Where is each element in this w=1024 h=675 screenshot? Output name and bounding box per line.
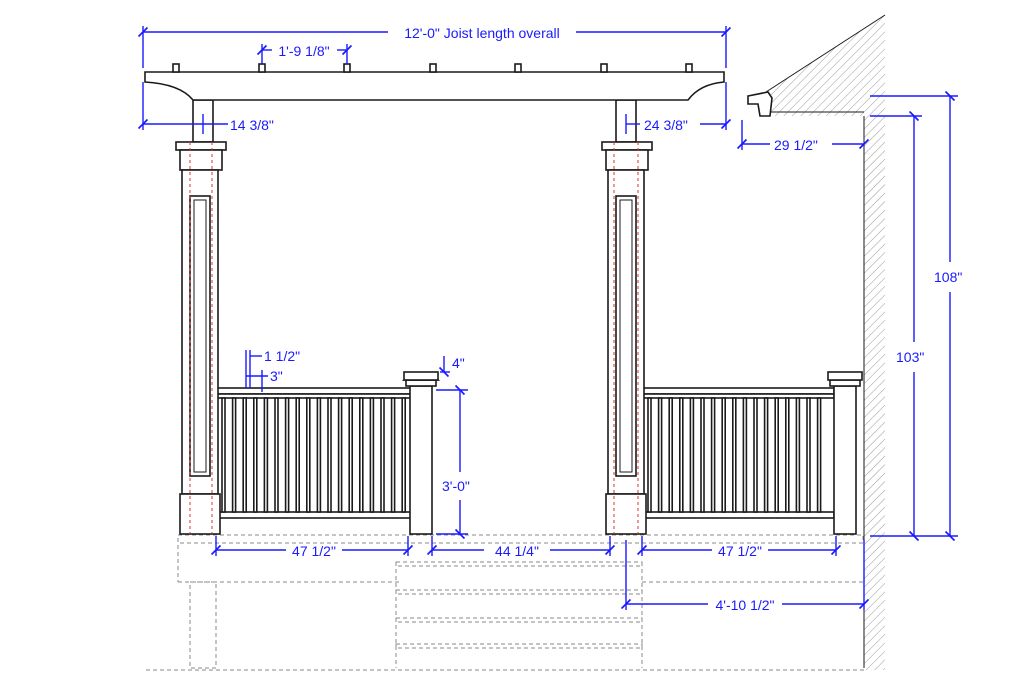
dim-left-rail-span: 47 1/2"	[292, 543, 336, 559]
baluster	[263, 397, 269, 513]
baluster	[731, 397, 737, 513]
baluster	[390, 397, 396, 513]
rafter-tail	[172, 63, 180, 73]
baluster	[721, 397, 727, 513]
baluster	[668, 397, 674, 513]
baluster	[763, 397, 769, 513]
left-column	[175, 99, 227, 535]
dim-post-cap: 4"	[452, 355, 465, 371]
dim-baluster-spacing: 3"	[270, 368, 283, 384]
baluster	[657, 397, 663, 513]
rafter-tail	[514, 63, 522, 73]
dim-rafter-spacing: 1'-9 1/8"	[278, 43, 329, 59]
rafter-tail	[685, 63, 693, 73]
baluster	[221, 397, 226, 513]
baluster	[806, 397, 811, 513]
baluster	[742, 397, 748, 513]
baluster	[774, 397, 780, 513]
dim-center-opening: 44 1/4"	[495, 543, 539, 559]
rafter-tail	[429, 63, 437, 73]
rafter-tail	[343, 63, 351, 73]
baluster	[337, 397, 343, 513]
dim-house-offset: 29 1/2"	[774, 137, 818, 153]
dim-right-overhang: 24 3/8"	[644, 117, 688, 133]
rafter-tail	[600, 63, 608, 73]
left-railing	[215, 387, 413, 519]
baluster	[284, 397, 290, 513]
baluster	[348, 397, 354, 513]
baluster	[327, 397, 332, 513]
baluster	[253, 397, 258, 513]
deck-steps	[395, 561, 643, 668]
baluster	[700, 397, 705, 513]
baluster	[295, 397, 301, 513]
dim-joist-overall: 12'-0" Joist length overall	[404, 25, 560, 41]
baluster	[358, 397, 364, 513]
baluster	[274, 397, 279, 513]
pergola-beam	[144, 63, 725, 101]
dim-right-rail-span: 47 1/2"	[718, 543, 762, 559]
baluster	[242, 397, 247, 513]
baluster	[401, 397, 407, 513]
house-roof-eave	[747, 91, 864, 117]
right-column	[601, 99, 653, 535]
baluster	[305, 397, 311, 513]
dim-post-to-house: 4'-10 1/2"	[715, 597, 774, 613]
baluster	[231, 397, 237, 513]
baluster	[678, 397, 684, 513]
dim-beam-height: 103"	[896, 349, 924, 365]
baluster	[710, 397, 716, 513]
dim-total-height: 108"	[934, 269, 962, 285]
dimension-lines	[137, 26, 958, 610]
baluster	[753, 397, 758, 513]
baluster	[316, 397, 322, 513]
newel-post-right	[827, 371, 863, 535]
baluster	[689, 397, 695, 513]
right-railing	[641, 387, 835, 519]
baluster	[647, 397, 652, 513]
dim-rail-top: 1 1/2"	[264, 348, 300, 364]
house-wall	[765, 14, 886, 670]
baluster	[816, 397, 822, 513]
dim-left-overhang: 14 3/8"	[230, 117, 274, 133]
newel-post-center	[401, 371, 441, 535]
rafter-tail	[258, 63, 266, 73]
dim-rail-height: 3'-0"	[442, 478, 470, 494]
deck-framing	[146, 534, 864, 671]
baluster	[369, 397, 375, 513]
baluster	[795, 397, 801, 513]
baluster	[380, 397, 385, 513]
baluster	[784, 397, 790, 513]
